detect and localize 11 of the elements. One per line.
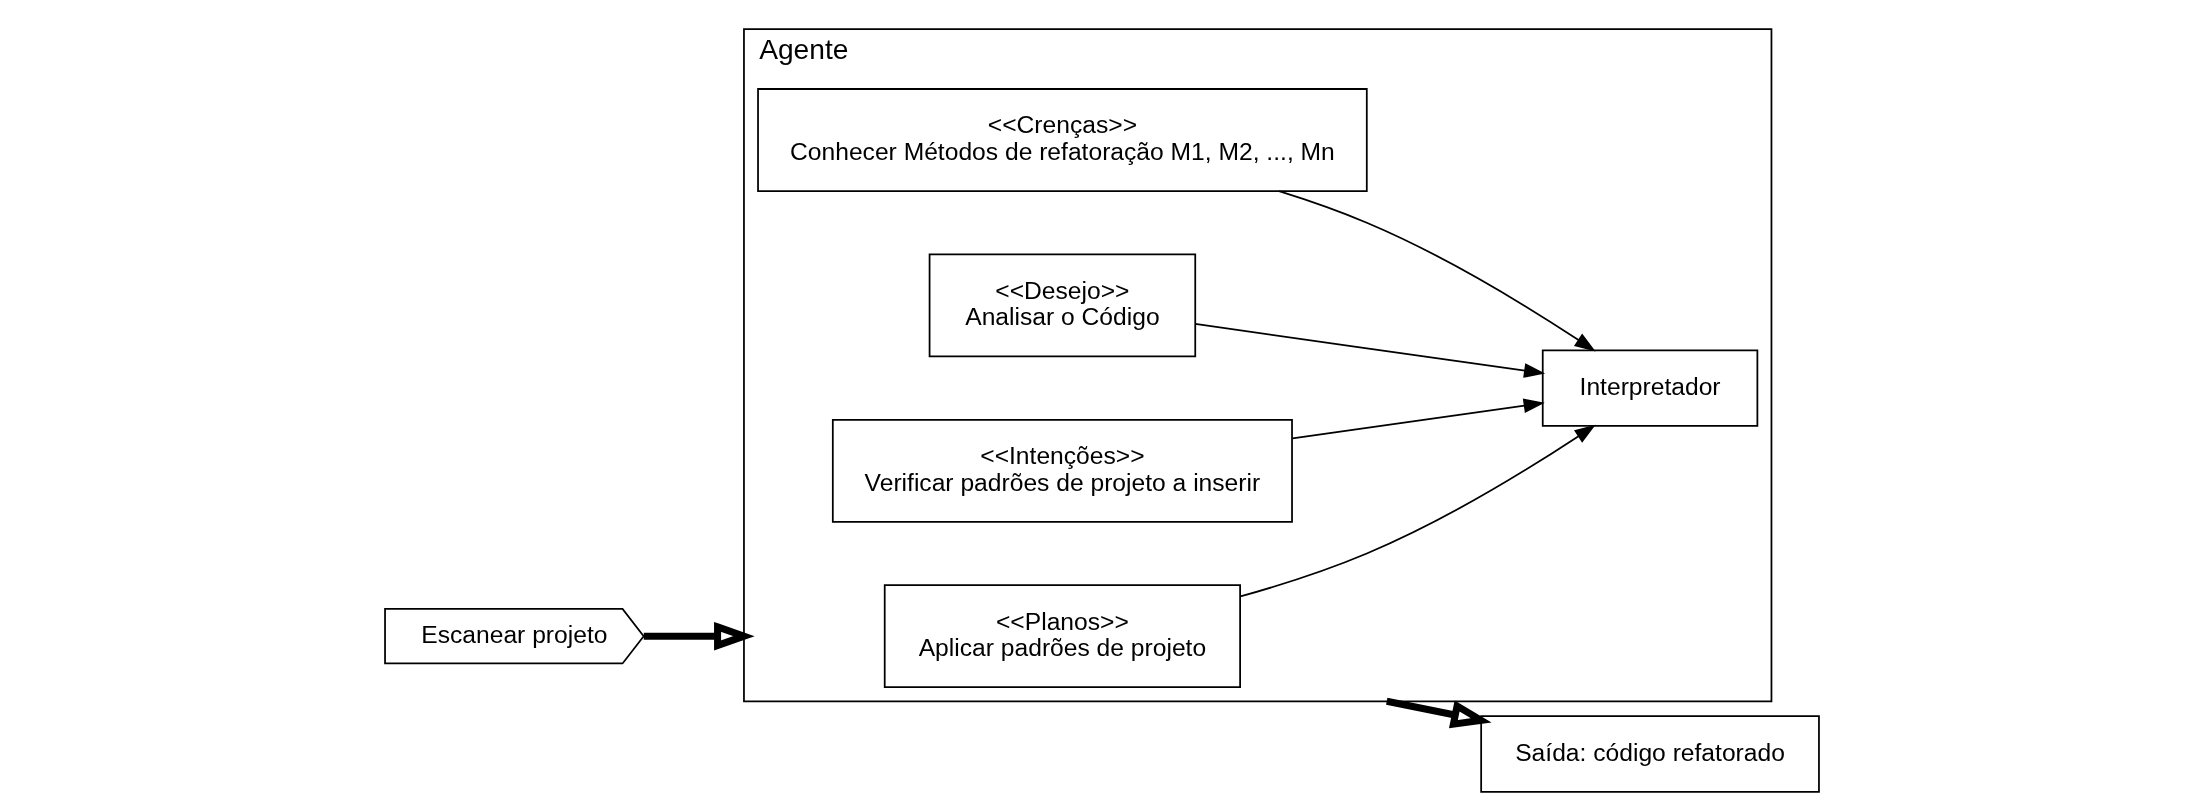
node-box: <<Desejo>> Analisar o Código [928,253,1196,358]
node-box: <<Crenças>> Conhecer Métodos de refatoração M1, M2, ..., Mn [756,88,1368,192]
node-box: <<Planos>> Aplicar padrões de projeto [883,584,1241,689]
arrow [1291,398,1545,440]
arrow [1193,323,1545,378]
node-box: <<Intenções>> Verificar padrões de projeto a inserir [831,418,1293,523]
arrow [1277,190,1596,352]
arrow [1239,424,1596,598]
node-box: Interpretador [1541,349,1758,427]
node-box: Saída: código refatorado [1479,715,1820,793]
arrow [1385,697,1492,729]
